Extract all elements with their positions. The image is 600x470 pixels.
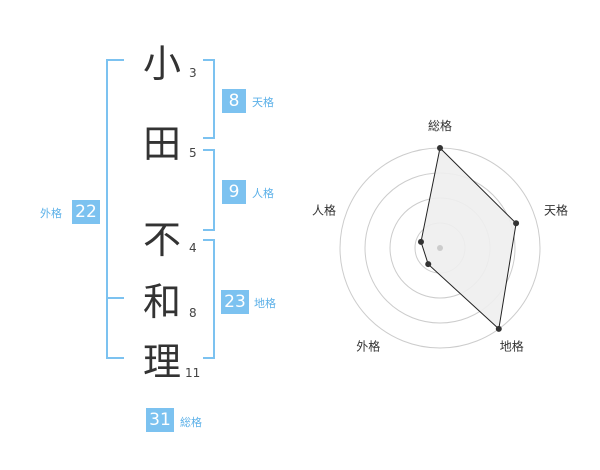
stroke-count-5: 11 xyxy=(185,366,201,380)
tenkaku-value: 8 xyxy=(222,89,246,113)
stroke-count-2: 5 xyxy=(189,146,197,160)
radar-axis-label-5: 人格 xyxy=(312,202,336,217)
radar-point-4 xyxy=(425,261,432,268)
name-char-3: 不 xyxy=(142,218,181,262)
stroke-count-1: 3 xyxy=(189,66,197,80)
radar-points xyxy=(417,145,520,332)
soukaku-value: 31 xyxy=(146,408,174,432)
chikaku-label: 地格 xyxy=(254,297,276,310)
radar-axis-label-4: 外格 xyxy=(356,339,380,354)
name-char-5: 理 xyxy=(142,340,181,384)
jinkaku-value: 9 xyxy=(222,180,246,204)
radar-point-2 xyxy=(513,220,520,227)
gaikaku-label: 外格 xyxy=(40,207,62,220)
chikaku-value: 23 xyxy=(221,290,249,314)
soukaku-label: 総格 xyxy=(180,416,202,429)
stroke-count-4: 8 xyxy=(189,306,197,320)
radar-center-dot xyxy=(437,245,443,251)
radar-axis-label-1: 総格 xyxy=(428,118,452,133)
radar-axis-label-3: 地格 xyxy=(500,339,524,354)
name-char-1: 小 xyxy=(142,42,181,86)
name-char-4: 和 xyxy=(142,280,181,324)
jinkaku-label: 人格 xyxy=(252,187,274,200)
gaikaku-value: 22 xyxy=(72,200,100,224)
tenkaku-label: 天格 xyxy=(252,96,274,109)
stroke-count-3: 4 xyxy=(189,241,197,255)
radar-point-3 xyxy=(495,325,502,332)
radar-point-1 xyxy=(437,145,443,151)
radar-point-5 xyxy=(417,238,424,245)
radar-area xyxy=(420,146,517,330)
name-char-2: 田 xyxy=(142,122,181,166)
radar-axis-label-2: 天格 xyxy=(544,202,568,217)
